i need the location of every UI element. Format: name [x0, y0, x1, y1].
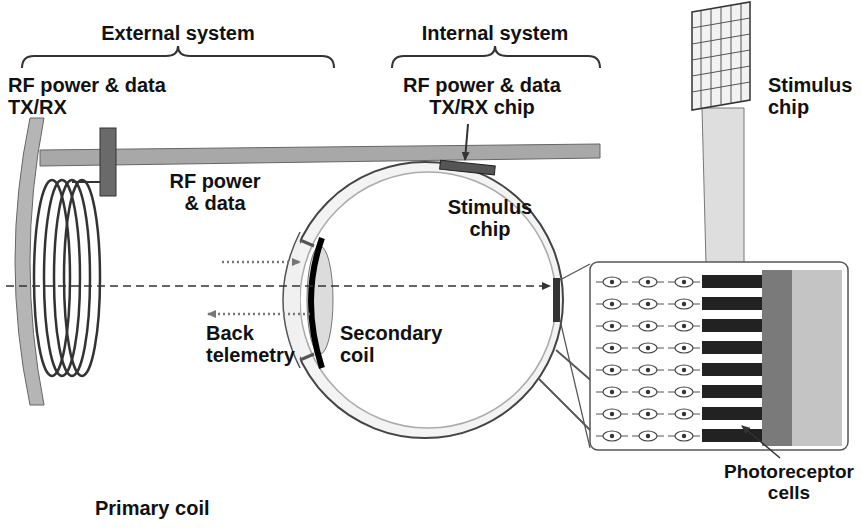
part-label: RF power & data TX/RX chip: [382, 74, 582, 118]
stimulus-chip-panel: [692, 2, 750, 110]
signal-label: Back telemetry: [206, 322, 316, 366]
part-label: Stimulus chip: [440, 196, 540, 240]
internal-bracket: [392, 46, 600, 68]
glasses-temple: [40, 144, 600, 166]
txrx-device: [100, 128, 116, 196]
group-heading: External system: [88, 22, 268, 44]
part-label: Photoreceptor cells: [722, 462, 856, 504]
external-bracket: [22, 46, 334, 68]
retinal-cells: [596, 277, 700, 441]
group-heading: Internal system: [420, 22, 570, 44]
eyeball: [287, 162, 563, 438]
retinal-chip: [553, 278, 560, 322]
optical-axis: [6, 285, 550, 287]
electrode-array: [702, 275, 762, 442]
part-label: RF power & data TX/RX: [8, 74, 186, 118]
telemetry-arrow: [208, 313, 310, 316]
rf-chip: [440, 160, 496, 175]
retina-inset: [590, 262, 848, 450]
signal-label: RF power & data: [160, 170, 270, 214]
part-label: Stimulus chip: [768, 74, 856, 118]
part-label: Secondary coil: [340, 322, 460, 366]
primary-coil: [34, 180, 100, 376]
secondary-coil: [311, 238, 322, 368]
rf-arrow: [222, 261, 300, 264]
ribbon-cable: [702, 108, 744, 264]
part-label: Primary coil: [95, 497, 245, 519]
